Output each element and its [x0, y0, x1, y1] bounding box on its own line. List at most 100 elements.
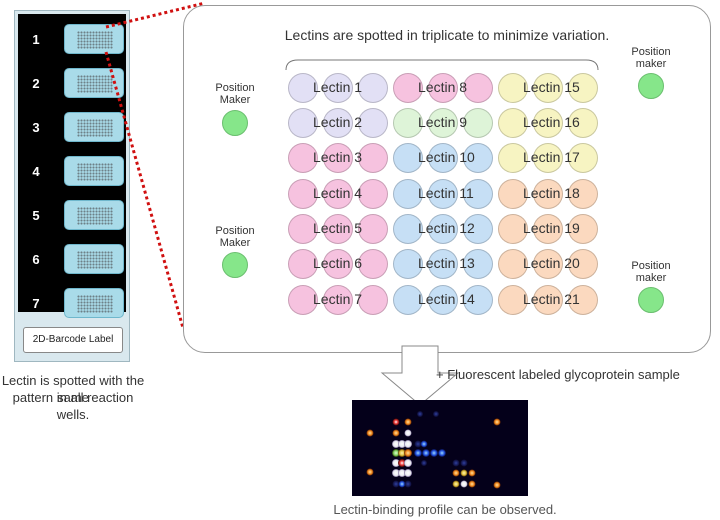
well-number: 3 [32, 120, 40, 135]
lectin-label: Lectin 1 [313, 79, 363, 95]
slide-caption-line1: Lectin is spotted with the same [1, 373, 145, 405]
lectin-spot [358, 285, 388, 315]
lectin-spot [393, 285, 423, 315]
result-caption: Lectin-binding profile can be observed. [333, 502, 557, 517]
position-marker-dot-right-top [638, 73, 664, 99]
fluorescent-sample-text: + Fluorescent labeled glycoprotein sampl… [436, 367, 680, 382]
reaction-well [64, 156, 124, 186]
lectin-label: Lectin 5 [313, 220, 363, 236]
reaction-well [64, 112, 124, 142]
scan-spots [366, 411, 501, 489]
lectin-spot [358, 214, 388, 244]
lectin-spot [323, 214, 353, 244]
lectin-spot [498, 249, 528, 279]
reaction-well [64, 200, 124, 230]
down-arrow-icon [380, 345, 460, 406]
lectin-label: Lectin 4 [313, 185, 363, 201]
barcode-label: 2D-Barcode Label [23, 327, 123, 353]
lectin-spot [533, 249, 563, 279]
position-marker-dot-right-bottom [638, 287, 664, 313]
lectin-spot [533, 108, 563, 138]
lectin-label: Lectin 14 [418, 291, 475, 307]
lectin-label: Lectin 6 [313, 255, 363, 271]
lectin-spot [568, 214, 598, 244]
lectin-spot [393, 143, 423, 173]
lectin-spot [463, 249, 493, 279]
lectin-spot [463, 73, 493, 103]
spot-array [77, 251, 113, 269]
lectin-label: Lectin 8 [418, 79, 468, 95]
lectin-spot [498, 285, 528, 315]
well-number: 4 [32, 164, 40, 179]
lectin-label: Lectin 17 [523, 149, 580, 165]
lectin-spot [288, 285, 318, 315]
lectin-spot [288, 73, 318, 103]
zoom-line-bottom [104, 51, 185, 329]
lectin-spot [288, 214, 318, 244]
lectin-spot [358, 73, 388, 103]
lectin-label: Lectin 13 [418, 255, 475, 271]
lectin-spot [428, 179, 458, 209]
lectin-label: Lectin 7 [313, 291, 363, 307]
lectin-spot [463, 179, 493, 209]
panel-title: Lectins are spotted in triplicate to min… [284, 27, 610, 43]
lectin-spot [428, 249, 458, 279]
lectin-label: Lectin 11 [418, 185, 474, 201]
lectin-spot [323, 285, 353, 315]
spot-array [77, 119, 113, 137]
lectin-spot [568, 249, 598, 279]
lectin-spot [393, 73, 423, 103]
position-marker-dot-left-bottom [222, 252, 248, 278]
spot-array [77, 295, 113, 313]
lectin-spot [428, 73, 458, 103]
lectin-spot [463, 143, 493, 173]
lectin-label: Lectin 9 [418, 114, 468, 130]
lectin-spot [358, 249, 388, 279]
reaction-well [64, 288, 124, 318]
lectin-label: Lectin 18 [523, 185, 580, 201]
lectin-spot [393, 108, 423, 138]
lectin-spot [358, 143, 388, 173]
lectin-spot [288, 108, 318, 138]
lectin-label: Lectin 12 [418, 220, 475, 236]
spot-array [77, 207, 113, 225]
lectin-spot [568, 108, 598, 138]
lectin-spot [533, 285, 563, 315]
lectin-spot [288, 179, 318, 209]
lectin-spot [358, 179, 388, 209]
lectin-spot [533, 73, 563, 103]
lectin-spot [568, 285, 598, 315]
lectin-spot [358, 108, 388, 138]
spot-array [77, 31, 113, 49]
lectin-spot [568, 73, 598, 103]
lectin-spot [393, 214, 423, 244]
lectin-label: Lectin 15 [523, 79, 580, 95]
lectin-label: Lectin 20 [523, 255, 580, 271]
lectin-spot [568, 143, 598, 173]
lectin-label: Lectin 21 [523, 291, 580, 307]
zoom-line-top [105, 1, 206, 29]
position-marker-dot-left-top [222, 110, 248, 136]
lectin-spot [498, 179, 528, 209]
lectin-spot [428, 143, 458, 173]
slide-caption-line2: pattern in all reaction wells. [12, 390, 134, 422]
lectin-spot [428, 285, 458, 315]
lectin-spot [533, 179, 563, 209]
reaction-well [64, 244, 124, 274]
lectin-label: Lectin 16 [523, 114, 580, 130]
well-number: 2 [32, 76, 40, 91]
lectin-spot [498, 143, 528, 173]
lectin-spot [393, 179, 423, 209]
lectin-spot [323, 143, 353, 173]
lectin-spot [498, 108, 528, 138]
lectin-label: Lectin 2 [313, 114, 363, 130]
lectin-spot [323, 73, 353, 103]
triplicate-bracket [285, 59, 599, 71]
well-number: 5 [32, 208, 40, 223]
spot-array [77, 163, 113, 181]
